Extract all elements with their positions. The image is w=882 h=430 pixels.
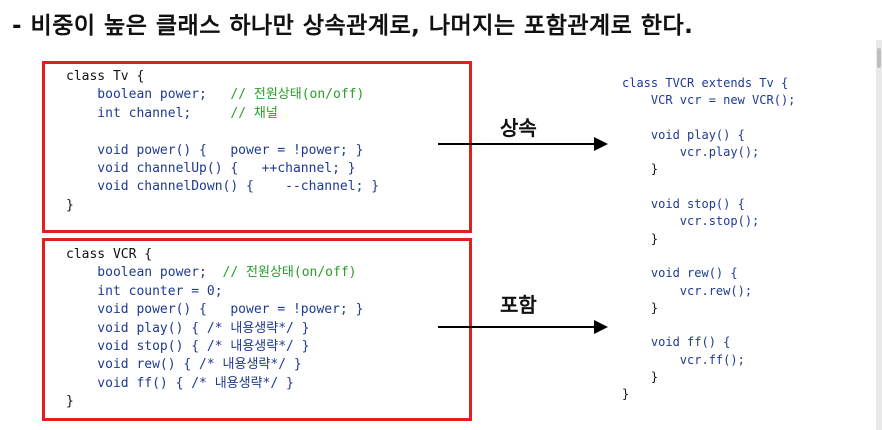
tv-line-8: } <box>66 197 74 213</box>
vcr-line-1: class VCR { <box>66 247 153 262</box>
vcr-line-6: void stop() { /* 내용생략*/ } <box>66 339 310 355</box>
vcr-class-code: class VCR { boolean power; // 전원상태(on/of… <box>66 246 363 412</box>
page-heading: - 비중이 높은 클래스 하나만 상속관계로, 나머지는 포함관계로 한다. <box>12 13 694 39</box>
tvcr-line-18: } <box>622 370 659 385</box>
tv-class-box <box>42 61 472 233</box>
vcr-line-2-comment: // 전원상태(on/off) <box>222 265 357 281</box>
vcr-line-5: void play() { /* 내용생략*/ } <box>66 320 310 336</box>
tvcr-line-2: VCR vcr = new VCR(); <box>622 93 796 108</box>
tvcr-line-6: } <box>622 162 659 177</box>
vcr-line-8: void ff() { /* 내용생략*/ } <box>66 375 294 391</box>
tvcr-line-9: vcr.stop(); <box>622 214 760 229</box>
tv-line-2-comment: // 전원상태(on/off) <box>230 87 365 103</box>
vcr-line-7: void rew() { /* 내용생략*/ } <box>66 357 302 373</box>
tvcr-line-14: } <box>622 300 659 315</box>
tvcr-line-12: void rew() { <box>622 266 738 281</box>
inheritance-label: 상속 <box>500 116 537 140</box>
tv-line-7: void channelDown() { --channel; } <box>66 179 380 195</box>
tvcr-line-16: void ff() { <box>622 335 731 350</box>
tvcr-line-17: vcr.ff(); <box>622 352 745 367</box>
tvcr-line-1: class TVCR extends Tv { <box>622 76 789 90</box>
vcr-line-9: } <box>66 394 74 410</box>
tvcr-line-10: } <box>622 231 659 246</box>
scrollbar-track[interactable] <box>876 40 882 430</box>
composition-label: 포함 <box>500 293 537 317</box>
tvcr-class-code: class TVCR extends Tv { VCR vcr = new VC… <box>622 75 795 404</box>
tv-line-2: boolean power; <box>66 87 231 103</box>
tvcr-line-8: void stop() { <box>622 197 745 212</box>
tv-line-3: int channel; <box>66 105 231 121</box>
vcr-line-3: int counter = 0; <box>66 283 223 299</box>
tv-line-1: class Tv { <box>66 69 145 84</box>
tv-line-5: void power() { power = !power; } <box>66 142 364 158</box>
composition-arrow <box>438 320 608 334</box>
inheritance-arrow <box>438 137 608 151</box>
tvcr-line-4: void play() { <box>622 127 745 142</box>
vcr-line-2: boolean power; <box>66 265 223 281</box>
tvcr-line-19: } <box>622 387 630 402</box>
tvcr-line-5: vcr.play(); <box>622 145 760 160</box>
tv-class-code: class Tv { boolean power; // 전원상태(on/off… <box>66 68 379 215</box>
vcr-line-4: void power() { power = !power; } <box>66 302 364 318</box>
tv-line-6: void channelUp() { ++channel; } <box>66 161 356 177</box>
scrollbar-thumb[interactable] <box>877 48 881 68</box>
tvcr-line-13: vcr.rew(); <box>622 283 753 298</box>
tv-line-3-comment: // 채널 <box>230 105 278 121</box>
vcr-class-box <box>42 238 472 421</box>
